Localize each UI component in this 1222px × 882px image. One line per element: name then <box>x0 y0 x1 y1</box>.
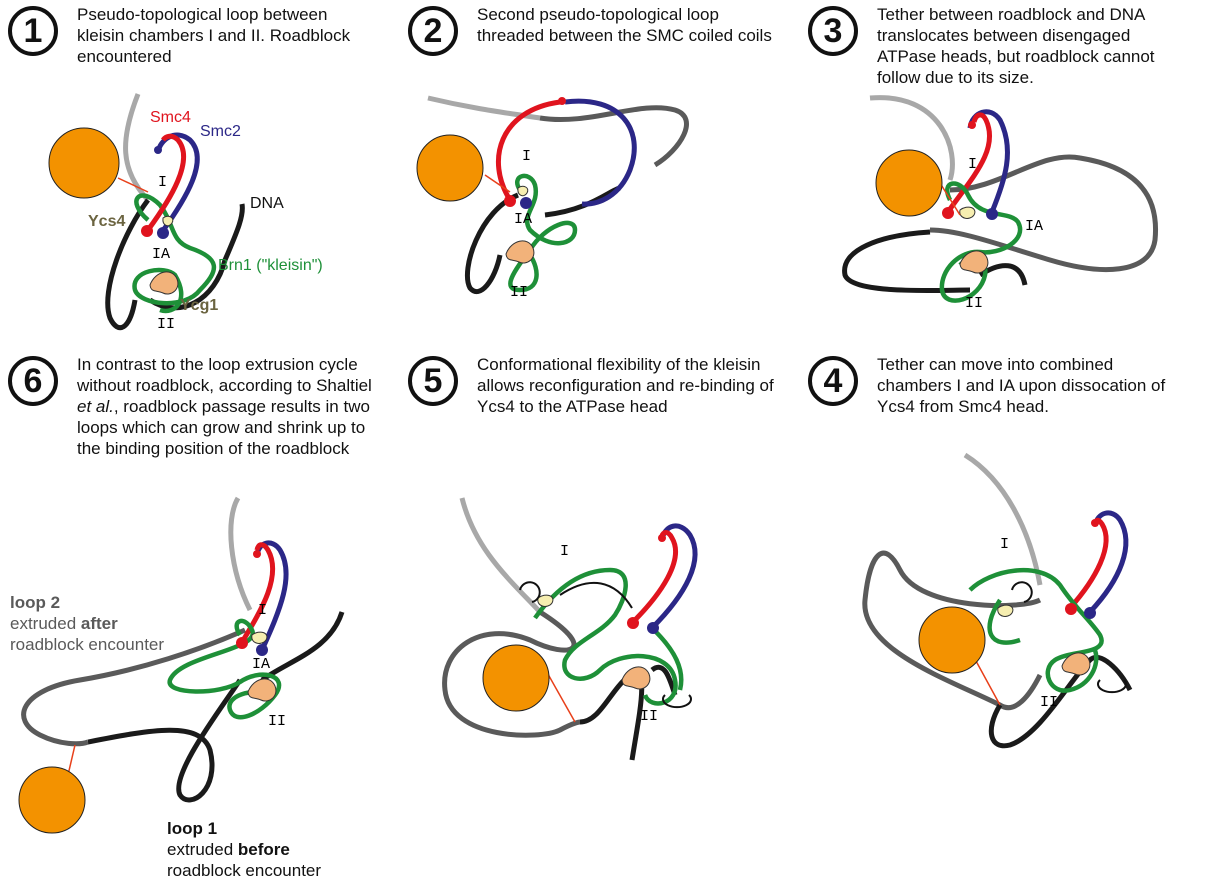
chamber-IA-label: IA <box>514 211 532 228</box>
smc-hinge <box>154 146 162 154</box>
dna-strand-dark <box>991 657 1130 745</box>
chamber-II-label: II <box>510 284 528 301</box>
chamber-IA-label: IA <box>152 246 170 263</box>
chamber-II-label: II <box>1040 694 1058 711</box>
smc4-head <box>141 225 153 237</box>
roadblock <box>19 767 85 833</box>
ycs4-subunit <box>163 216 173 225</box>
dna-strand-mid <box>540 108 686 165</box>
loop-1-note: loop 1 extruded before roadblock encount… <box>167 818 321 881</box>
smc4-head <box>942 207 954 219</box>
dna-strand-light <box>965 455 1040 585</box>
smc2-head <box>1084 607 1096 619</box>
step-5-diagram: I II <box>400 350 800 882</box>
ycs4-subunit <box>998 605 1013 616</box>
roadblock <box>876 150 942 216</box>
smc4-head <box>504 195 516 207</box>
ycg1-subunit <box>506 241 534 263</box>
loop-2-note: loop 2 extruded after roadblock encounte… <box>10 592 164 655</box>
chamber-IA-label: IA <box>252 656 270 673</box>
panel-5: 5 Conformational flexibility of the klei… <box>400 350 800 882</box>
ycs4-subunit <box>538 595 553 606</box>
ycg1-subunit <box>150 272 178 294</box>
chamber-I-label: I <box>158 174 167 191</box>
dna-strand-light <box>126 94 148 200</box>
roadblock <box>483 645 549 711</box>
rotate-arrow-icon <box>1098 680 1126 692</box>
smc4-coil <box>1070 520 1106 608</box>
roadblock <box>49 128 119 198</box>
ycg1-subunit <box>248 679 276 701</box>
smc2-head <box>647 622 659 634</box>
chamber-IA-label: IA <box>1025 218 1043 235</box>
ycs4-subunit <box>518 186 528 195</box>
chamber-I-label: I <box>258 602 267 619</box>
panel-6: 6 In contrast to the loop extrusion cycl… <box>0 350 400 882</box>
panel-4: 4 Tether can move into combined chambers… <box>800 350 1200 882</box>
smc2-head <box>986 208 998 220</box>
roadblock-tether <box>485 175 510 192</box>
smc-hinge <box>253 550 261 558</box>
dna-strand-dark <box>845 232 1025 291</box>
roadblock <box>919 607 985 673</box>
smc4-head <box>1065 603 1077 615</box>
ycs4-subunit <box>252 632 267 643</box>
smc2-head <box>157 227 169 239</box>
smc4-coil <box>242 545 273 642</box>
dna-label: DNA <box>250 195 284 212</box>
smc2-coil <box>1090 513 1126 612</box>
smc4-head <box>236 637 248 649</box>
roadblock <box>417 135 483 201</box>
smc-hinge <box>968 121 976 129</box>
chamber-II-label: II <box>268 713 286 730</box>
step-4-diagram: I II <box>800 350 1200 882</box>
smc4-head <box>627 617 639 629</box>
brn1-label: Brn1 ("kleisin") <box>218 257 323 274</box>
ycs4-label: Ycs4 <box>88 213 125 230</box>
chamber-I-label: I <box>1000 536 1009 553</box>
chamber-I-label: I <box>522 148 531 165</box>
ycg1-label: Ycg1 <box>180 297 218 314</box>
chamber-I-label: I <box>968 156 977 173</box>
chamber-II-label: II <box>640 708 658 725</box>
dna-strand-light <box>462 498 540 612</box>
smc-hinge <box>658 534 666 542</box>
ycg1-subunit <box>622 667 650 689</box>
smc-hinge <box>558 97 566 105</box>
loop-1-title: loop 1 <box>167 819 217 838</box>
dna-strand-light <box>231 498 250 610</box>
loop-2-title: loop 2 <box>10 593 60 612</box>
rotate-arrow-icon <box>1012 582 1032 602</box>
smc4-label: Smc4 <box>150 109 191 126</box>
smc2-head <box>520 197 532 209</box>
chamber-II-label: II <box>157 316 175 333</box>
smc2-label: Smc2 <box>200 123 241 140</box>
ycs4-subunit <box>960 207 975 218</box>
chamber-I-label: I <box>560 543 569 560</box>
roadblock-tether <box>68 745 75 775</box>
smc-hinge <box>1091 519 1099 527</box>
smc2-head <box>256 644 268 656</box>
chamber-II-label: II <box>965 295 983 312</box>
